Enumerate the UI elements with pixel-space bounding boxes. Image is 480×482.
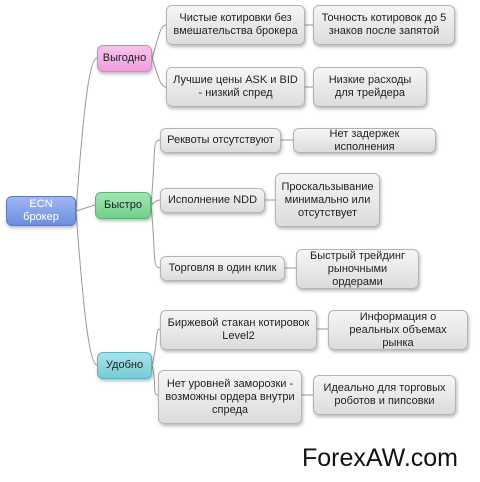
root-node: ECN брокер <box>6 196 76 226</box>
feature-node: Исполнение NDD <box>160 188 265 213</box>
benefit-label: Информация о реальных объемах рынка <box>349 310 447 349</box>
category-bystro: Быстро <box>95 192 151 219</box>
benefit-node: Проскальзывание минимально или отсутству… <box>275 173 380 227</box>
category-label: Быстро <box>104 199 142 211</box>
category-label: Выгодно <box>102 52 147 64</box>
feature-label: Исполнение NDD <box>167 194 258 206</box>
feature-node: Чистые котировки без вмешательства броке… <box>166 5 305 45</box>
connector-bystro-f2 <box>150 199 161 206</box>
benefit-node: Точность котировок до 5 знаков после зап… <box>313 5 455 45</box>
benefit-label: Нет задержек исполнения <box>329 127 400 153</box>
feature-node: Реквоты отсутствуют <box>160 128 281 153</box>
benefit-label: Низкие расходы для трейдера <box>328 74 412 99</box>
feature-node: Лучшие цены ASK и BID - низкий спред <box>166 67 305 107</box>
feature-node: Нет уровней заморозки - возможны ордера … <box>158 370 302 424</box>
connector-udobno-f1 <box>151 328 161 366</box>
benefit-node: Нет задержек исполнения <box>293 128 436 153</box>
benefit-node: Идеально для торговых роботов и пипсовки <box>313 375 456 415</box>
connector-udobno-f2 <box>151 364 159 396</box>
connector-bystro-f3 <box>150 204 161 269</box>
benefit-label: Точность котировок до 5 знаков после зап… <box>321 12 447 37</box>
benefit-label: Идеально для торговых роботов и пипсовки <box>323 382 446 407</box>
feature-label: Лучшие цены ASK и BID - низкий спред <box>173 74 298 99</box>
connector-root-udobno <box>75 210 98 366</box>
feature-node: Биржевой стакан котировок Level2 <box>160 310 317 350</box>
root-label: ECN брокер <box>23 198 59 223</box>
category-label: Удобно <box>105 359 144 371</box>
connector-root-vygodno <box>75 57 98 212</box>
benefit-label: Проскальзывание минимально или отсутству… <box>281 180 374 219</box>
category-vygodno: Выгодно <box>97 45 152 72</box>
feature-label: Реквоты отсутствуют <box>167 134 274 146</box>
connector-vygodno-f2 <box>151 57 167 88</box>
watermark-text: ForexAW.com <box>301 444 458 472</box>
feature-label: Нет уровней заморозки - возможны ордера … <box>165 377 295 416</box>
benefit-node: Быстрый трейдинг рыночными ордерами <box>296 249 419 289</box>
benefit-node: Низкие расходы для трейдера <box>313 67 427 107</box>
benefit-node: Информация о реальных объемах рынка <box>328 310 468 350</box>
benefit-label: Быстрый трейдинг рыночными ордерами <box>310 249 405 288</box>
connector-bystro-f1 <box>150 139 161 206</box>
connector-vygodno-f1 <box>151 24 167 59</box>
category-udobno: Удобно <box>97 352 152 379</box>
feature-label: Биржевой стакан котировок Level2 <box>167 317 310 342</box>
feature-node: Торговля в один клик <box>160 256 285 281</box>
feature-label: Торговля в один клик <box>168 262 277 274</box>
feature-label: Чистые котировки без вмешательства броке… <box>173 12 298 37</box>
connector-root-bystro <box>75 204 96 212</box>
